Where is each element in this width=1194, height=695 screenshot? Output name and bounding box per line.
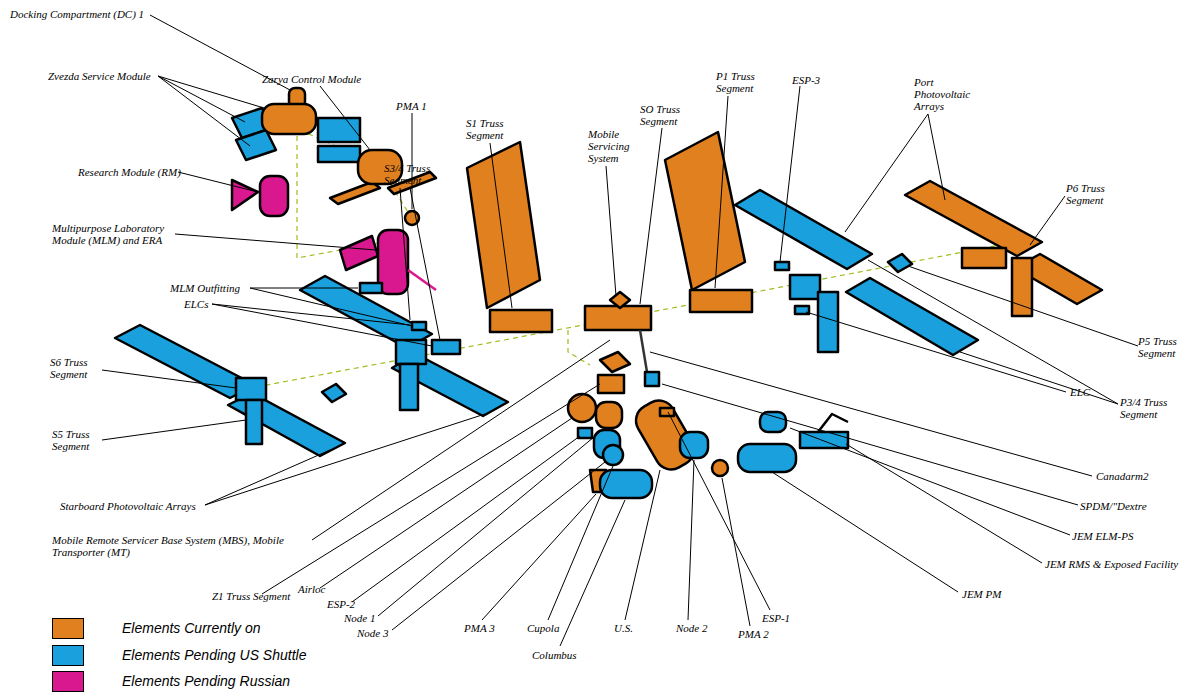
part-label: ESP-1: [762, 612, 790, 624]
part-label: Zvezda Service Module: [48, 70, 151, 82]
part-label: Mobile Servicing System: [588, 128, 644, 164]
part-label: Node 2: [676, 622, 707, 634]
part-label: Airloc: [298, 583, 326, 595]
part-label: Port Photovoltaic Arrays: [914, 76, 976, 112]
legend-swatch: [52, 645, 84, 666]
legend-swatch: [52, 671, 84, 692]
part-label: Starboard Photovoltaic Arrays: [60, 500, 196, 512]
part-label: S3/4 Truss Segment: [384, 162, 436, 186]
part-label: Multipurpose Laboratory Module (MLM) and…: [52, 222, 180, 246]
part-label: Node 1: [344, 612, 375, 624]
part-label: S5 Truss Segment: [52, 428, 104, 452]
part-label: Node 3: [357, 627, 388, 639]
part-label: JEM ELM-PS: [1072, 530, 1133, 542]
part-label: ELCs: [184, 298, 208, 310]
part-label: MLM Outfitting: [170, 282, 240, 294]
part-label: PMA 2: [738, 628, 769, 640]
part-label: P5 Truss Segment: [1138, 335, 1190, 359]
part-label: JEM RMS & Exposed Facility: [1045, 558, 1178, 570]
part-label: Docking Compartment (DC) 1: [10, 8, 144, 20]
legend-swatch: [52, 618, 84, 639]
part-label: ESP-3: [792, 74, 820, 86]
part-label: ESP-2: [327, 598, 355, 610]
part-label: PMA 3: [464, 622, 495, 634]
part-label: P3/4 Truss Segment: [1120, 396, 1172, 420]
part-label: PMA 1: [396, 100, 427, 112]
part-label: JEM PM: [962, 588, 1001, 600]
part-label: Zarya Control Module: [262, 73, 361, 85]
legend-text: Elements Pending US Shuttle: [122, 647, 306, 663]
part-label: ELC: [1070, 386, 1090, 398]
part-label: P1 Truss Segment: [716, 70, 768, 94]
part-label: Research Module (RM): [78, 166, 181, 178]
legend-text: Elements Currently on: [122, 620, 261, 636]
legend-text: Elements Pending Russian: [122, 673, 290, 689]
part-label: Mobile Remote Servicer Base System (MBS)…: [52, 534, 314, 558]
part-label: SO Truss Segment: [640, 103, 692, 127]
part-label: U.S.: [614, 622, 633, 634]
part-label: S6 Truss Segment: [50, 356, 102, 380]
part-label: P6 Truss Segment: [1066, 182, 1118, 206]
part-label: SPDM/"Dextre: [1080, 500, 1147, 512]
part-label: Z1 Truss Segment: [212, 590, 290, 602]
part-label: Canadarm2: [1096, 470, 1149, 482]
part-label: Columbus: [532, 649, 577, 661]
part-label: Cupola: [527, 622, 559, 634]
part-label: S1 Truss Segment: [466, 117, 518, 141]
